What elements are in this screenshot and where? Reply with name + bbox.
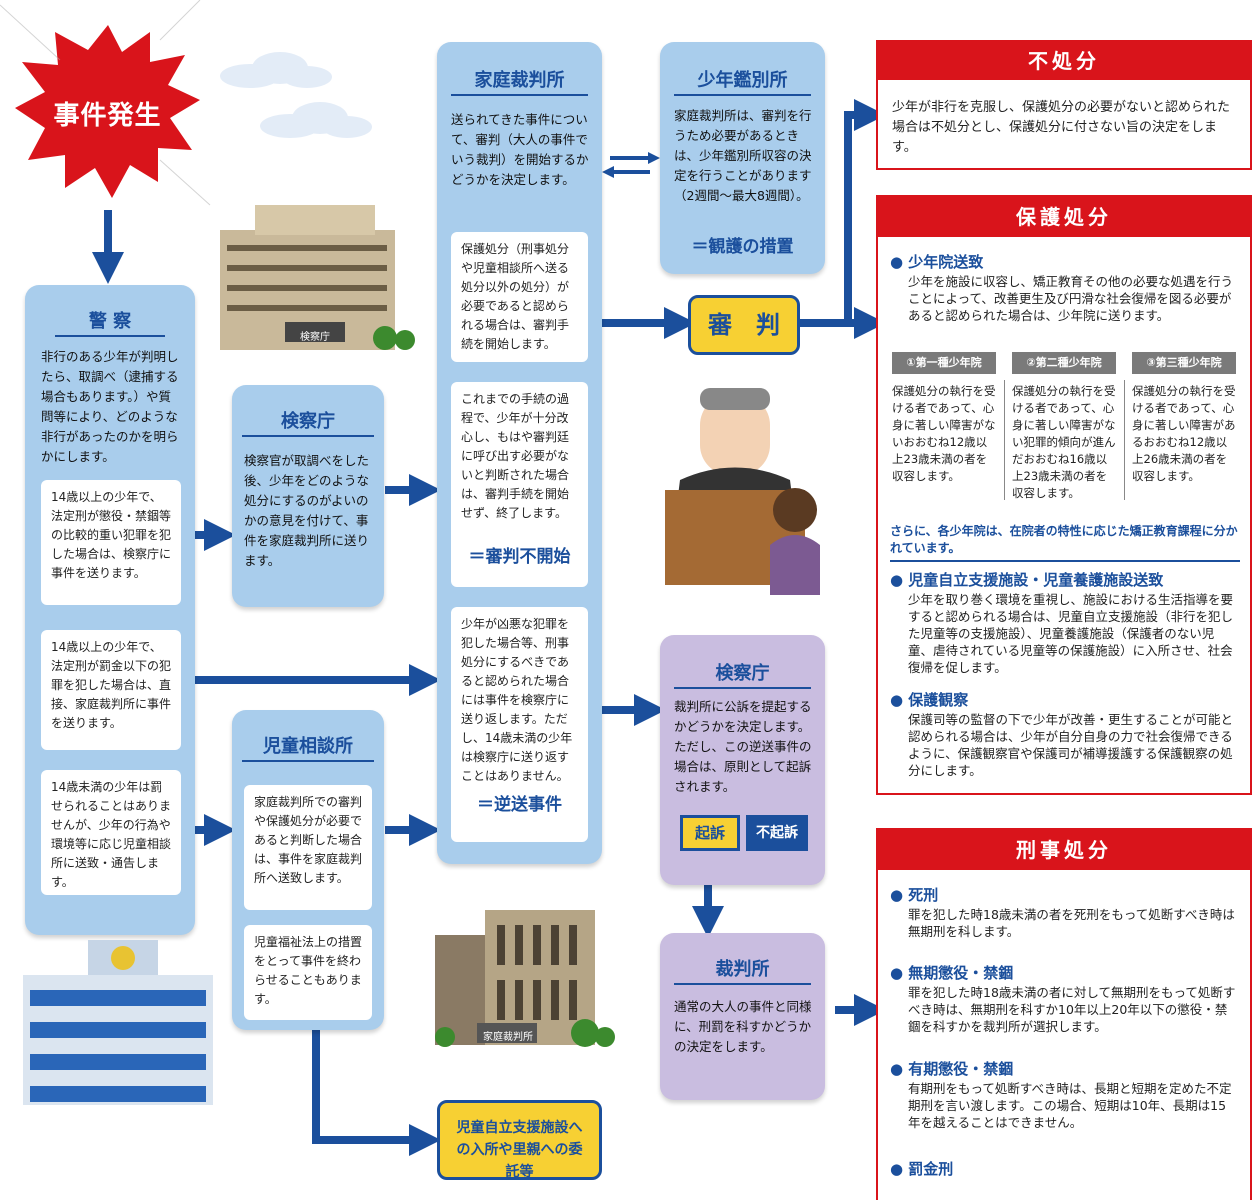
detention-panel: 少年鑑別所 家庭裁判所は、審判を行うため必要があるときは、少年鑑別所収容の決定を… (660, 42, 825, 274)
curriculum-note: さらに、各少年院は、在院者の特性に応じた矯正教育課程に分かれています。 (890, 522, 1240, 562)
reverse-transfer-text: 少年が凶悪な犯罪を犯した場合等、刑事処分にするべきであると認められた場合には事件… (461, 617, 573, 783)
title-underline (55, 335, 165, 337)
court-text: 通常の大人の事件と同様に、刑罰を科すかどうかの決定をします。 (674, 999, 812, 1054)
family-court-no-hearing: これまでの手続の過程で、少年が十分改心し、もはや審判廷に呼び出す必要がないと判断… (451, 382, 588, 587)
juvenile-training-heading: ● 少年院送致 (890, 253, 984, 271)
hearing-box: 審 判 (688, 295, 800, 355)
detention-text: 家庭裁判所は、審判を行うため必要があるときは、少年鑑別所収容の決定を行うことがあ… (674, 108, 812, 203)
detention-title: 少年鑑別所 (697, 70, 788, 91)
child-facility-text: 少年を取り巻く環境を重視し、施設における生活指導を要すると認められる場合は、児童… (908, 592, 1234, 675)
child-facility-box: 児童自立支援施設への入所や里親への委託等 (437, 1100, 602, 1180)
incident-label: 事件発生 (53, 101, 162, 131)
probation-heading: ● 保護観察 (890, 691, 969, 709)
title-underline (451, 94, 588, 96)
school-type1-header: ①第一種少年院 (892, 352, 996, 374)
no-hearing-label: ＝審判不開始 (468, 547, 571, 567)
child-center-text1: 家庭裁判所での審判や保護処分が必要であると判断した場合は、事件を家庭裁判所へ送致… (244, 785, 372, 910)
title-underline (242, 760, 374, 762)
life-imprisonment-text: 罪を犯した時18歳未満の者に対して無期刑をもって処断すべき時は、無期刑を科すか1… (908, 985, 1236, 1034)
police-case-fine: 14歳以上の少年で、法定刑が罰金以下の犯罪を犯した場合は、直接、家庭裁判所に事件… (41, 630, 181, 750)
no-indict-badge: 不起訴 (746, 815, 808, 851)
probation-text: 保護司等の監督の下で少年が改善・更生することが可能と認められる場合は、少年が自分… (908, 712, 1234, 778)
police-panel: 警 察 非行のある少年が判明したら、取調べ（逮捕する場合もあります。）や質問等に… (25, 285, 195, 935)
prosecutor-text: 検察官が取調べをした後、少年をどのような処分にするのがよいのかの意見を付けて、事… (244, 453, 370, 568)
column-divider (1124, 380, 1125, 500)
criminal-disposition-box: 刑事処分 ● 死刑 罪を犯した時18歳未満の者を死刑をもって処断すべき時は無期刑… (876, 828, 1252, 1200)
court-panel: 裁判所 通常の大人の事件と同様に、刑罰を科すかどうかの決定をします。 (660, 933, 825, 1100)
prosecutor2-title: 検察庁 (715, 663, 770, 684)
detention-label: ＝観護の措置 (691, 237, 794, 257)
prosecutor-building: 検察庁 (215, 190, 430, 355)
death-penalty-heading: ● 死刑 (890, 886, 939, 904)
school-type3-text: 保護処分の執行を受ける者であって、心身に著しい障害があるおおむね12歳以上26歳… (1132, 384, 1236, 483)
indict-badge: 起訴 (680, 815, 740, 851)
school-type3-header: ③第三種少年院 (1132, 352, 1236, 374)
column-divider (1004, 380, 1005, 500)
child-center-text2: 児童福祉法上の措置をとって事件を終わらせることもあります。 (244, 925, 372, 1020)
title-underline (242, 435, 374, 437)
family-court-building: 家庭裁判所 (425, 905, 615, 1050)
police-case-serious: 14歳以上の少年で、法定刑が懲役・禁錮等の比較的重い犯罪を犯した場合は、検察庁に… (41, 480, 181, 605)
title-underline (674, 94, 811, 96)
police-case-under14: 14歳未満の少年は罰せられることはありませんが、少年の行為や環境等に応じ児童相談… (41, 770, 181, 895)
prosecutor2-text: 裁判所に公訴を提起するかどうかを決定します。ただし、この逆送事件の場合は、原則と… (674, 699, 812, 794)
school-type2-text: 保護処分の執行を受ける者であって、心身に著しい障害がない犯罪的傾向が進んだおおむ… (1012, 384, 1116, 500)
family-court-building-label: 家庭裁判所 (483, 1032, 533, 1043)
cloud-decoration (215, 50, 335, 90)
child-facility-heading: ● 児童自立支援施設・児童養護施設送致 (890, 571, 1164, 589)
family-court-reverse-transfer: 少年が凶悪な犯罪を犯した場合等、刑事処分にするべきであると認められた場合には事件… (451, 607, 588, 842)
prosecutor-panel: 検察庁 検察官が取調べをした後、少年をどのような処分にするのがよいのかの意見を付… (232, 385, 384, 607)
reverse-transfer-label: ＝逆送事件 (477, 795, 562, 815)
police-title: 警 察 (88, 311, 132, 332)
family-court-title: 家庭裁判所 (474, 70, 565, 91)
fixed-term-text: 有期刑をもって処断すべき時は、長期と短期を定めた不定期刑を言い渡します。この場合… (908, 1081, 1232, 1130)
police-building (18, 930, 218, 1110)
title-underline (674, 687, 811, 689)
fine-heading: ● 罰金刑 (890, 1160, 954, 1178)
school-type2-header: ②第二種少年院 (1012, 352, 1116, 374)
protective-disposition-box: 保護処分 ● 少年院送致 少年を施設に収容し、矯正教育その他の必要な処遇を行うこ… (876, 195, 1252, 795)
no-disposition-box: 不処分 少年が非行を克服し、保護処分の必要がないと認められた場合は不処分とし、保… (876, 40, 1252, 170)
school-type1-text: 保護処分の執行を受ける者であって、心身に著しい障害がないおおむね12歳以上23歳… (892, 384, 996, 483)
prosecutor-title: 検察庁 (281, 411, 335, 432)
judge-illustration (660, 370, 830, 600)
prosecutor-building-label: 検察庁 (300, 332, 330, 343)
life-imprisonment-heading: ● 無期懲役・禁錮 (890, 964, 1014, 982)
incident-burst: 事件発生 (0, 0, 215, 215)
family-court-text: 送られてきた事件について、審判（大人の事件でいう裁判）を開始するかどうかを決定し… (451, 112, 589, 187)
criminal-title: 刑事処分 (878, 830, 1250, 870)
burst-shape (0, 0, 211, 206)
court-title: 裁判所 (715, 959, 770, 980)
child-center-title: 児童相談所 (263, 736, 353, 757)
prosecutor2-panel: 検察庁 裁判所に公訴を提起するかどうかを決定します。ただし、この逆送事件の場合は… (660, 635, 825, 885)
cloud-decoration (255, 100, 375, 140)
family-court-start-hearing: 保護処分（刑事処分や児童相談所へ送る処分以外の処分）が必要であると認められる場合… (451, 232, 588, 362)
fixed-term-heading: ● 有期懲役・禁錮 (890, 1060, 1014, 1078)
police-text: 非行のある少年が判明したら、取調べ（逮捕する場合もあります。）や質問等により、ど… (41, 349, 179, 464)
no-disposition-title: 不処分 (878, 42, 1250, 80)
no-hearing-text: これまでの手続の過程で、少年が十分改心し、もはや審判廷に呼び出す必要がないと判断… (461, 392, 570, 520)
title-underline (674, 983, 811, 985)
juvenile-training-text: 少年を施設に収容し、矯正教育その他の必要な処遇を行うことによって、改善更生及び円… (908, 274, 1234, 323)
child-center-panel: 児童相談所 家庭裁判所での審判や保護処分が必要であると判断した場合は、事件を家庭… (232, 710, 384, 1030)
death-penalty-text: 罪を犯した時18歳未満の者を死刑をもって処断すべき時は無期刑を科します。 (908, 907, 1235, 939)
no-disposition-text: 少年が非行を克服し、保護処分の必要がないと認められた場合は不処分とし、保護処分に… (892, 100, 1231, 155)
family-court-panel: 家庭裁判所 送られてきた事件について、審判（大人の事件でいう裁判）を開始するかど… (437, 42, 602, 864)
protective-title: 保護処分 (878, 197, 1250, 237)
